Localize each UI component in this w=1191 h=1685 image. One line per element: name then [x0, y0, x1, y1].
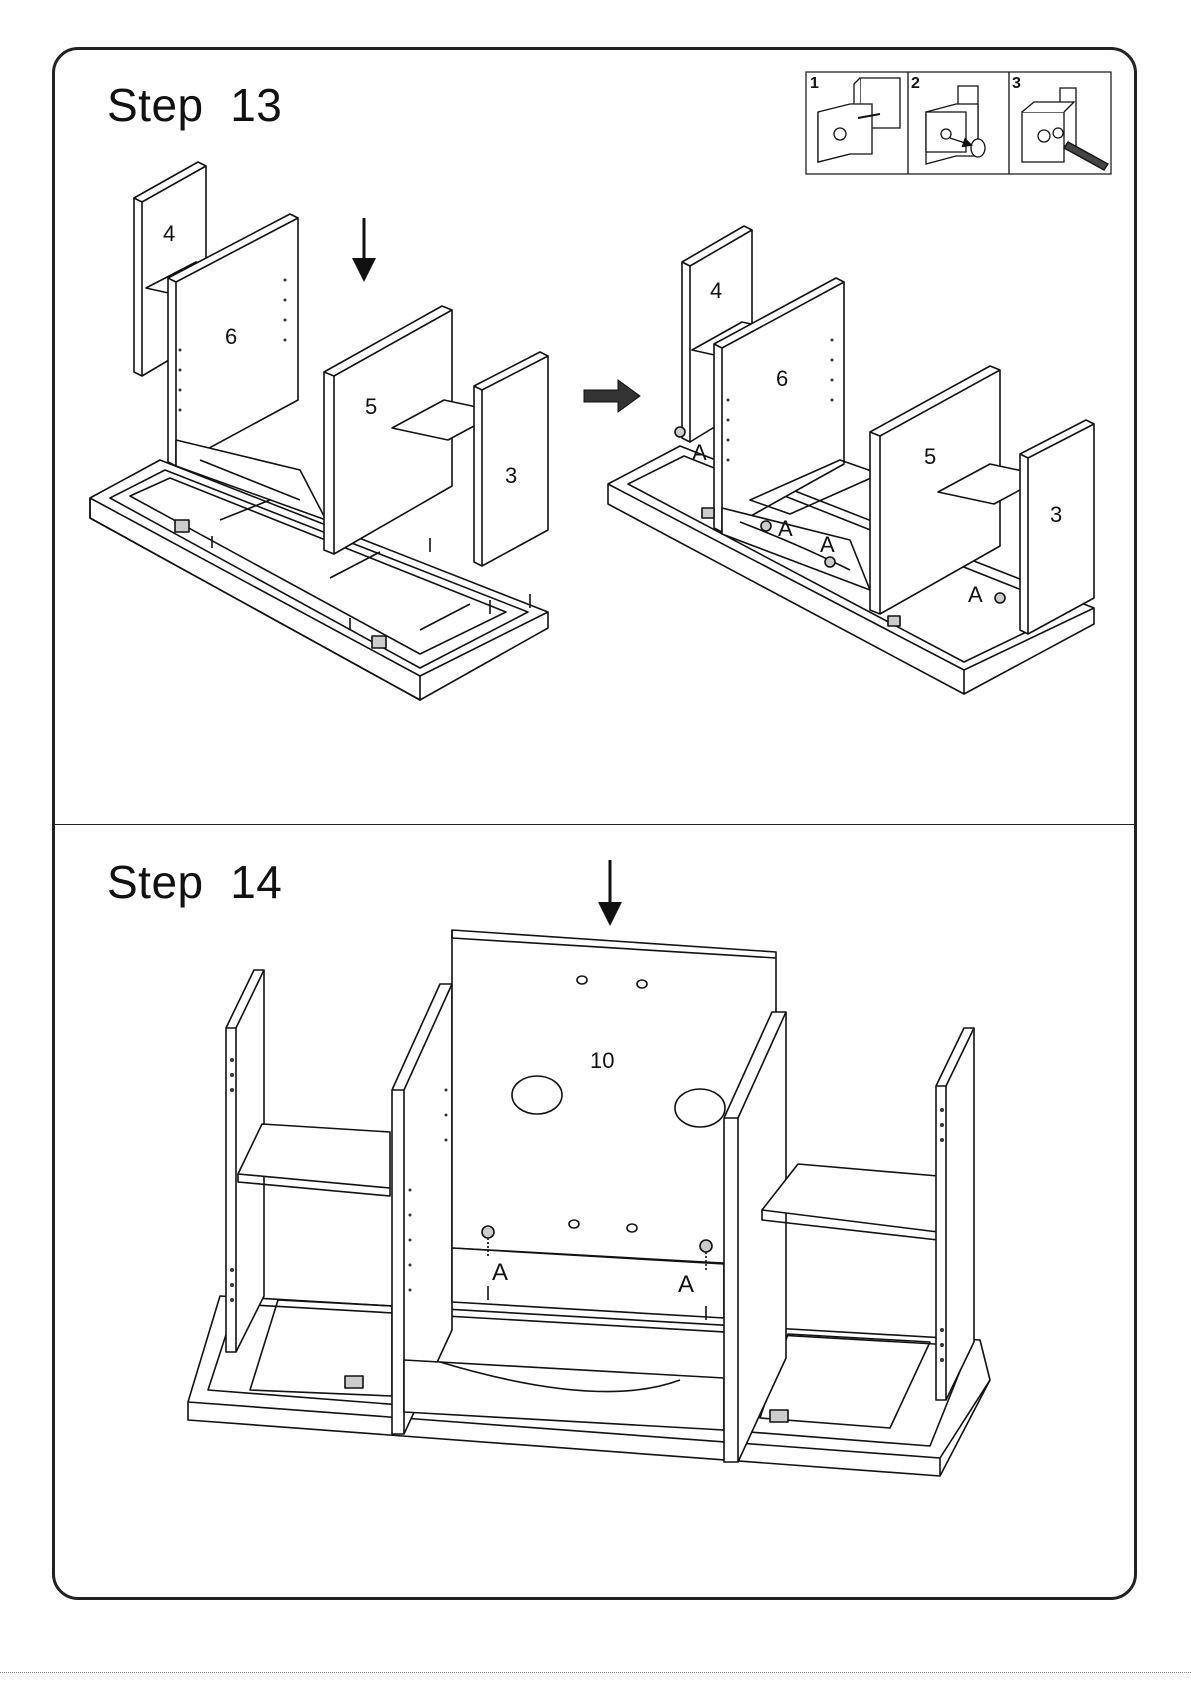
label-10: 10 [590, 1048, 614, 1073]
label-4-before: 4 [163, 221, 175, 246]
fastener-label-a: A [678, 1271, 694, 1298]
page-edge-rule [0, 1672, 1191, 1673]
label-5-after: 5 [924, 444, 936, 469]
label-6-after: 6 [776, 366, 788, 391]
label-6-before: 6 [225, 324, 237, 349]
inset-number-2: 2 [911, 75, 920, 92]
inset-number-3: 3 [1012, 75, 1021, 92]
cam-lock-inset [806, 72, 1111, 174]
fastener-label-a: A [778, 516, 793, 541]
step13-exploded-view [90, 162, 548, 700]
inset-number-1: 1 [810, 75, 819, 92]
fastener-label-a: A [692, 440, 707, 465]
fastener-label-a: A [820, 532, 835, 557]
label-4-after: 4 [710, 278, 722, 303]
fastener-label-a: A [968, 582, 983, 607]
panel-3-after [1020, 420, 1094, 634]
label-5-before: 5 [365, 394, 377, 419]
step13-assembled-view [608, 226, 1094, 694]
step14-assembled-view [188, 860, 990, 1476]
next-arrow-icon [584, 380, 640, 412]
panel-3-before [474, 352, 548, 566]
fastener-label-a: A [492, 1259, 508, 1286]
label-3-before: 3 [505, 463, 517, 488]
label-3-after: 3 [1050, 502, 1062, 527]
